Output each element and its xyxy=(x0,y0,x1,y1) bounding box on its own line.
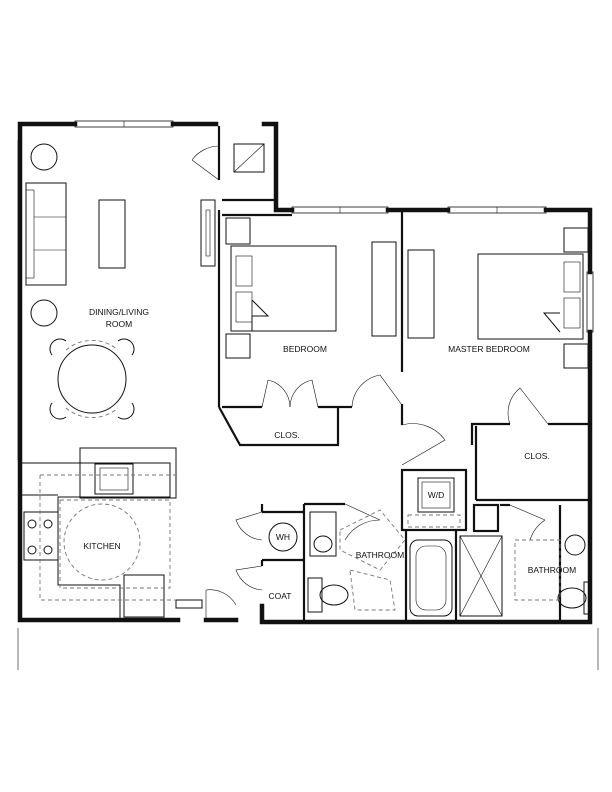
label-master-bedroom: MASTER BEDROOM xyxy=(448,344,530,354)
bathroom-main-fixtures xyxy=(307,509,453,617)
label-closet-master: CLOS. xyxy=(524,451,550,461)
bedroom-furniture xyxy=(225,217,397,359)
master-bedroom-furniture xyxy=(407,227,589,369)
label-dining-living-line1: DINING/LIVING xyxy=(89,307,149,317)
utility-fixtures xyxy=(268,477,461,552)
bathroom-master-fixtures xyxy=(459,534,591,617)
windows xyxy=(74,120,594,333)
label-bathroom-main: BATHROOM xyxy=(356,550,404,560)
entry-closet xyxy=(233,143,265,173)
living-furniture xyxy=(25,143,216,420)
label-washer-dryer: W/D xyxy=(428,490,445,500)
kitchen-fixtures xyxy=(22,447,180,618)
exterior-walls xyxy=(17,121,593,625)
label-coat: COAT xyxy=(269,591,292,601)
label-bathroom-master: BATHROOM xyxy=(528,565,576,575)
room-labels: DINING/LIVING ROOM BEDROOM MASTER BEDROO… xyxy=(83,307,576,601)
label-kitchen: KITCHEN xyxy=(83,541,120,551)
label-closet-bedroom: CLOS. xyxy=(274,430,300,440)
label-bedroom: BEDROOM xyxy=(283,344,327,354)
interior-walls xyxy=(217,126,590,620)
label-dining-living-line2: ROOM xyxy=(106,319,132,329)
door-swings xyxy=(175,145,549,620)
label-water-heater: WH xyxy=(276,532,290,542)
